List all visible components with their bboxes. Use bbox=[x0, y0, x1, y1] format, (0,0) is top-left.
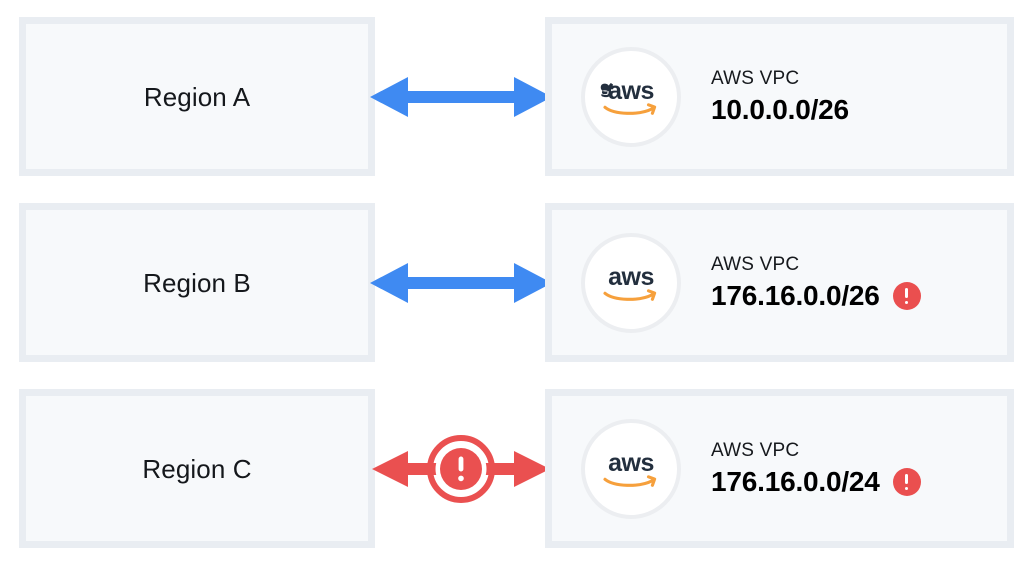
connector-ok bbox=[368, 17, 554, 176]
connector-error bbox=[368, 389, 554, 548]
region-label: Region A bbox=[143, 81, 251, 112]
diagram-row: Region A aws bbox=[0, 17, 1032, 176]
region-box[interactable]: Region C bbox=[19, 389, 375, 548]
svg-text:aws: aws bbox=[608, 77, 654, 105]
vpc-cidr: 176.16.0.0/26 bbox=[711, 279, 880, 311]
aws-logo-icon: aws bbox=[581, 418, 681, 519]
vpc-cidr: 10.0.0.0/26 bbox=[711, 93, 849, 125]
vpc-cidr-line: 176.16.0.0/24 bbox=[711, 466, 921, 498]
region-label: Region B bbox=[143, 267, 251, 298]
diagram-row: Region B aws AWS VPC 176.16.0.0/26 bbox=[0, 203, 1032, 362]
vpc-box[interactable]: aws AWS VPC 176.16.0.0/24 bbox=[545, 389, 1014, 548]
alert-badge-icon bbox=[892, 467, 921, 496]
diagram-row: Region C aws bbox=[0, 389, 1032, 548]
double-arrow-blocked-icon bbox=[372, 434, 550, 503]
vpc-cidr-line: 176.16.0.0/26 bbox=[711, 280, 921, 312]
aws-logo-icon: aws bbox=[581, 232, 681, 333]
svg-text:aws: aws bbox=[608, 263, 654, 291]
region-label: Region C bbox=[142, 453, 252, 484]
double-arrow-icon bbox=[370, 262, 552, 303]
vpc-text-block: AWS VPC 176.16.0.0/26 bbox=[711, 253, 921, 312]
vpc-text-block: AWS VPC 10.0.0.0/26 bbox=[711, 67, 849, 126]
aws-logo-icon: aws bbox=[581, 46, 681, 147]
vpc-cidr: 176.16.0.0/24 bbox=[711, 465, 880, 497]
vpc-cidr-line: 10.0.0.0/26 bbox=[711, 94, 849, 126]
region-box[interactable]: Region A bbox=[19, 17, 375, 176]
region-box[interactable]: Region B bbox=[19, 203, 375, 362]
vpc-text-block: AWS VPC 176.16.0.0/24 bbox=[711, 439, 921, 498]
double-arrow-icon bbox=[370, 76, 552, 117]
vpc-kicker: AWS VPC bbox=[711, 440, 800, 462]
vpc-kicker: AWS VPC bbox=[711, 254, 800, 276]
vpc-kicker: AWS VPC bbox=[711, 68, 800, 90]
connector-ok bbox=[368, 203, 554, 362]
svg-text:aws: aws bbox=[608, 449, 654, 477]
alert-badge-icon bbox=[892, 281, 921, 310]
vpc-box[interactable]: aws AWS VPC 10.0.0.0/26 bbox=[545, 17, 1014, 176]
vpc-box[interactable]: aws AWS VPC 176.16.0.0/26 bbox=[545, 203, 1014, 362]
